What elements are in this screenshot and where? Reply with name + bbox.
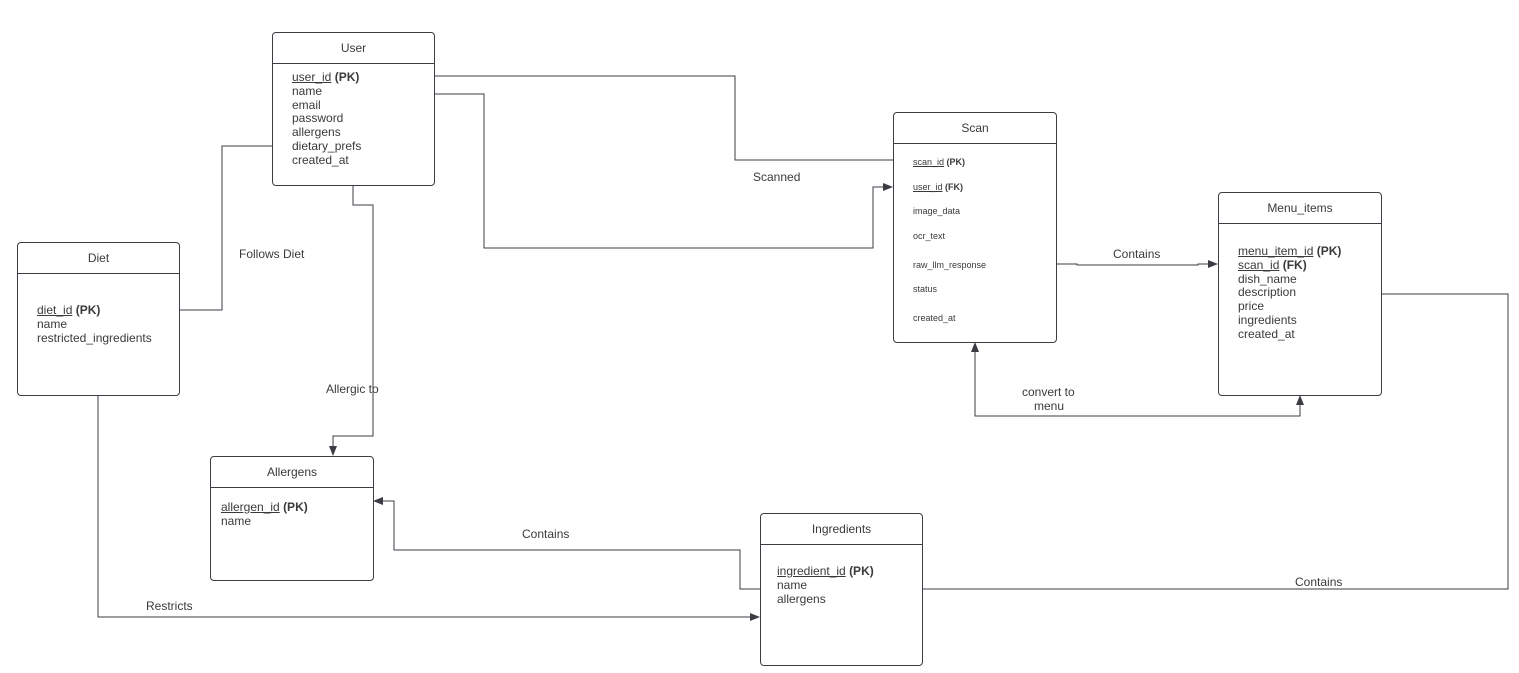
entity-user[interactable]: User user_id (PK) name email password al… <box>272 32 435 186</box>
field: ingredients <box>1238 312 1297 327</box>
connector-scan-menu <box>1056 260 1218 268</box>
connector-ingredients-allergens <box>373 497 760 590</box>
field: status <box>913 284 938 294</box>
connector-diet-user <box>155 145 292 311</box>
field: created_at <box>292 152 349 167</box>
field: raw_llm_response <box>913 259 987 270</box>
pk-field: diet_id (PK) <box>37 303 101 317</box>
entity-scan[interactable]: Scan scan_id (PK) user_id (FK) image_dat… <box>893 112 1057 343</box>
field: name <box>37 316 68 331</box>
entity-title: Scan <box>894 113 1056 144</box>
connector-convert-to-menu <box>974 343 1304 417</box>
fk-field: user_id (FK) <box>913 181 964 192</box>
entity-ingredients[interactable]: Ingredients ingredient_id (PK) name alle… <box>760 513 923 666</box>
field: allergens <box>777 591 826 606</box>
entity-menu-items[interactable]: Menu_items menu_item_id (PK) scan_id (FK… <box>1218 192 1382 396</box>
entity-title: User <box>273 33 434 64</box>
label-scan-contains: Contains <box>1113 247 1161 261</box>
entity-title: Menu_items <box>1219 193 1381 224</box>
field: allergens <box>292 125 341 140</box>
pk-field: allergen_id (PK) <box>221 500 308 514</box>
field: ocr_text <box>913 230 946 241</box>
field: name <box>221 513 252 528</box>
field: image_data <box>913 206 961 216</box>
field: name <box>777 577 808 592</box>
field: created_at <box>1238 326 1295 341</box>
connector-scan-user-pk <box>403 72 893 161</box>
entity-title: Ingredients <box>761 514 922 545</box>
label-follows-diet: Follows Diet <box>239 247 305 261</box>
pk-field: scan_id (PK) <box>913 157 966 167</box>
pk-field: user_id (PK) <box>292 70 360 84</box>
field: price <box>1238 299 1265 314</box>
field: password <box>292 111 344 126</box>
pk-field: ingredient_id (PK) <box>777 564 874 578</box>
label-convert-to: convert to <box>1022 385 1075 399</box>
field: description <box>1238 285 1297 300</box>
entity-allergens[interactable]: Allergens allergen_id (PK) name <box>210 456 374 581</box>
connector-menu-ingredients <box>922 293 1509 590</box>
pk-field: menu_item_id (PK) <box>1238 244 1342 258</box>
label-menu: menu <box>1034 399 1065 413</box>
connector-user-scan-fk <box>403 93 893 249</box>
entity-title: Diet <box>18 243 179 274</box>
field: restricted_ingredients <box>37 330 152 345</box>
entity-diet[interactable]: Diet diet_id (PK) name restricted_ingred… <box>17 242 180 396</box>
label-allergic-to: Allergic to <box>326 382 379 396</box>
field: email <box>292 97 321 112</box>
connector-user-allergens <box>329 185 374 456</box>
entity-title: Allergens <box>211 457 373 488</box>
label-ingredient-contains: Contains <box>522 527 570 541</box>
connector-diet-ingredients <box>97 395 760 621</box>
label-restricts: Restricts <box>146 599 193 613</box>
label-scanned: Scanned <box>753 170 801 184</box>
field: created_at <box>913 313 956 323</box>
field: dish_name <box>1238 271 1297 286</box>
field: name <box>292 83 323 98</box>
fk-field: scan_id (FK) <box>1238 257 1307 272</box>
label-menu-contains: Contains <box>1295 575 1343 589</box>
field: dietary_prefs <box>292 138 362 153</box>
